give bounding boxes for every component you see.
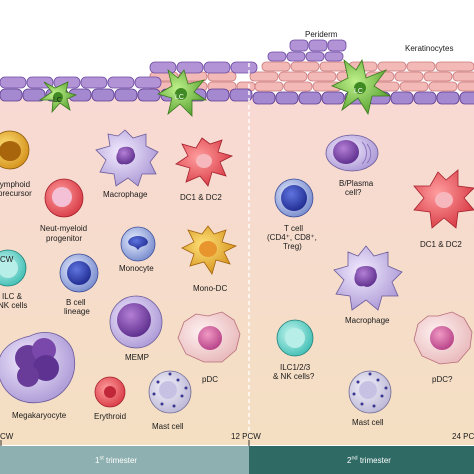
top-whitespace xyxy=(0,0,474,70)
pdc-label-right: pDC? xyxy=(432,375,453,384)
ilc123-label-1: ILC1/2/3 xyxy=(280,363,311,372)
t-cell-label-1: T cell xyxy=(284,224,303,233)
dc1-dc2-label-left: DC1 & DC2 xyxy=(180,193,222,202)
t-cell-label-3: Treg) xyxy=(283,242,302,251)
trimester1-word: trimester xyxy=(105,456,138,465)
erythroid-cell xyxy=(94,376,126,408)
trimester2-label: 2nd trimester xyxy=(347,456,391,465)
macrophage-label-left: Macrophage xyxy=(103,190,148,199)
neut-myeloid-label-1: Neut-myeloid xyxy=(40,224,88,233)
periderm-cells xyxy=(289,39,347,52)
ilc-nk-cell-left xyxy=(0,249,27,287)
macrophage-cell-left xyxy=(95,129,159,187)
lc-cell-3 xyxy=(331,58,392,116)
keratinocytes-label: Keratinocytes xyxy=(405,44,454,53)
trimester1-bar xyxy=(0,446,249,474)
periderm-label: Periderm xyxy=(305,30,338,39)
pdc-label-left: pDC xyxy=(202,375,219,384)
megakaryocyte-label: Megakaryocyte xyxy=(12,411,67,420)
macrophage-label-right: Macrophage xyxy=(345,316,390,325)
lymphoid-precursor-label-1: lymphoid xyxy=(0,180,31,189)
lc-label-2: LC xyxy=(175,94,184,101)
timeline-12pcw-label: 12 PCW xyxy=(231,432,261,441)
ilc123-nk-cell-right xyxy=(276,319,314,357)
b-cell-lineage-cell xyxy=(59,253,99,293)
trimester2-word: trimester xyxy=(359,456,391,465)
t-cell xyxy=(274,178,314,218)
right-upper-purple-cells xyxy=(267,51,344,62)
erythroid-label: Erythroid xyxy=(94,412,127,421)
trimester1-label: 1st trimester xyxy=(95,456,137,465)
mast-cell-label-right: Mast cell xyxy=(352,418,384,427)
lc-cell-2 xyxy=(156,68,208,117)
dc1-dc2-cell-left xyxy=(175,137,234,187)
memp-cell xyxy=(109,295,163,349)
ilc-nk-label-2: NK cells xyxy=(0,301,28,310)
neut-myeloid-progenitor-cell xyxy=(44,178,84,218)
timeline-left-label: CW xyxy=(0,432,14,441)
mast-cell-label-left: Mast cell xyxy=(152,422,184,431)
trimester2-bar xyxy=(249,446,474,474)
megakaryocyte-cell xyxy=(0,332,76,404)
trimester1-number: 1 xyxy=(95,456,100,465)
lymphoid-precursor-label-2: precursor xyxy=(0,189,32,198)
lc-cell-1 xyxy=(38,81,78,114)
ilc123-label-2: & NK cells? xyxy=(273,372,315,381)
monocyte-cell xyxy=(120,226,156,262)
ilc-cw-label: CW xyxy=(0,255,14,264)
neut-myeloid-label-2: progenitor xyxy=(46,234,83,243)
b-plasma-label-2: cell? xyxy=(345,188,362,197)
mono-dc-cell xyxy=(181,225,238,275)
pdc-cell-left xyxy=(177,311,241,363)
ilc-nk-label-1: ILC & xyxy=(2,292,23,301)
trimester1-superscript: st xyxy=(99,455,104,462)
mono-dc-label: Mono-DC xyxy=(193,284,228,293)
trimester2-superscript: nd xyxy=(351,455,358,462)
lymphoid-precursor-cell xyxy=(0,130,30,170)
b-plasma-cell xyxy=(325,134,379,172)
b-cell-lineage-label-1: B cell xyxy=(66,298,86,307)
monocyte-label: Monocyte xyxy=(119,264,154,273)
dc1-dc2-label-right: DC1 & DC2 xyxy=(420,240,462,249)
mast-cell-left xyxy=(148,370,192,414)
lc-label-1: LC xyxy=(53,97,62,104)
mast-cell-right xyxy=(348,370,392,414)
trimester2-number: 2 xyxy=(347,456,352,465)
timeline-24pcw-label: 24 PCW xyxy=(452,432,474,441)
memp-label: MEMP xyxy=(125,353,149,362)
b-cell-lineage-label-2: lineage xyxy=(64,307,90,316)
pdc-cell-right xyxy=(413,311,473,365)
b-plasma-label-1: B/Plasma xyxy=(339,179,374,188)
lc-label-3: LC xyxy=(354,88,363,95)
t-cell-label-2: (CD4⁺, CD8⁺, xyxy=(267,233,317,242)
dc1-dc2-cell-right xyxy=(413,169,474,229)
macrophage-cell-right xyxy=(333,245,403,311)
